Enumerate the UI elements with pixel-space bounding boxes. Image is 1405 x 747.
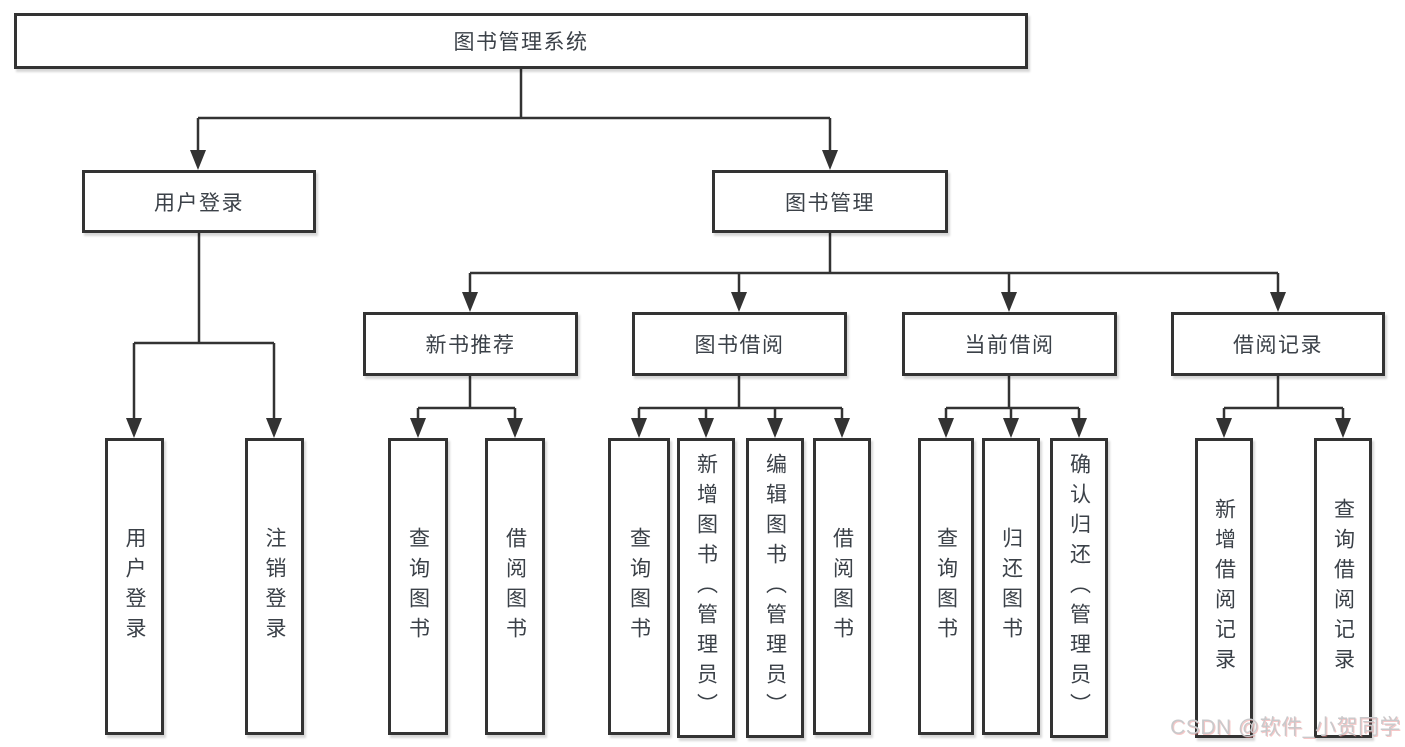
leaf-label: 新增借阅记录 [1212,498,1236,678]
leaf-label: 归还图书 [999,526,1023,647]
leaf-label: 查询借阅记录 [1331,498,1355,678]
leaf-borrow-add-books-admin: 新增图书（管理员） [677,438,735,738]
node-borrowing-records: 借阅记录 [1171,312,1385,376]
connector-book-borrowing-children [631,376,850,438]
node-book-management: 图书管理 [712,170,948,233]
node-current-borrowing: 当前借阅 [902,312,1117,376]
leaf-label: 确认归还（管理员） [1067,453,1091,723]
node-new-book-recommendation: 新书推荐 [363,312,578,376]
connector-current-borrowing-children [938,376,1087,438]
leaf-records-query-record: 查询借阅记录 [1314,438,1372,738]
leaf-label: 查询图书 [406,526,430,647]
leaf-current-confirm-return-admin: 确认归还（管理员） [1050,438,1108,738]
leaf-recommend-borrow-books: 借阅图书 [485,438,545,735]
leaf-label: 用户登录 [123,526,146,647]
leaf-borrow-edit-books-admin: 编辑图书（管理员） [746,438,804,738]
leaf-label: 新增图书（管理员） [694,453,718,723]
csdn-watermark: CSDN @软件_小贺同学 [1170,716,1401,739]
leaf-label: 借阅图书 [830,526,854,647]
leaf-logout: 注销登录 [245,438,304,735]
leaf-label: 注销登录 [263,526,286,647]
node-library-system: 图书管理系统 [14,13,1028,69]
connector-book-management-children [462,233,1286,312]
leaf-user-login: 用户登录 [105,438,164,735]
node-user-login: 用户登录 [82,170,316,233]
leaf-label: 借阅图书 [503,526,527,647]
connector-new-book-recommendation-children [410,376,523,438]
connector-borrowing-records-children [1216,376,1351,438]
leaf-records-add-record: 新增借阅记录 [1195,438,1253,738]
leaf-label: 查询图书 [934,526,958,647]
connector-root-to-branches [190,69,838,170]
leaf-label: 查询图书 [627,526,651,647]
leaf-borrow-query-books: 查询图书 [608,438,670,735]
connector-user-login-children [126,233,282,438]
node-book-borrowing: 图书借阅 [632,312,847,376]
leaf-recommend-query-books: 查询图书 [388,438,448,735]
leaf-borrow-borrow-books: 借阅图书 [813,438,871,735]
leaf-current-return-books: 归还图书 [982,438,1040,735]
leaf-current-query-books: 查询图书 [918,438,974,735]
leaf-label: 编辑图书（管理员） [763,453,787,723]
